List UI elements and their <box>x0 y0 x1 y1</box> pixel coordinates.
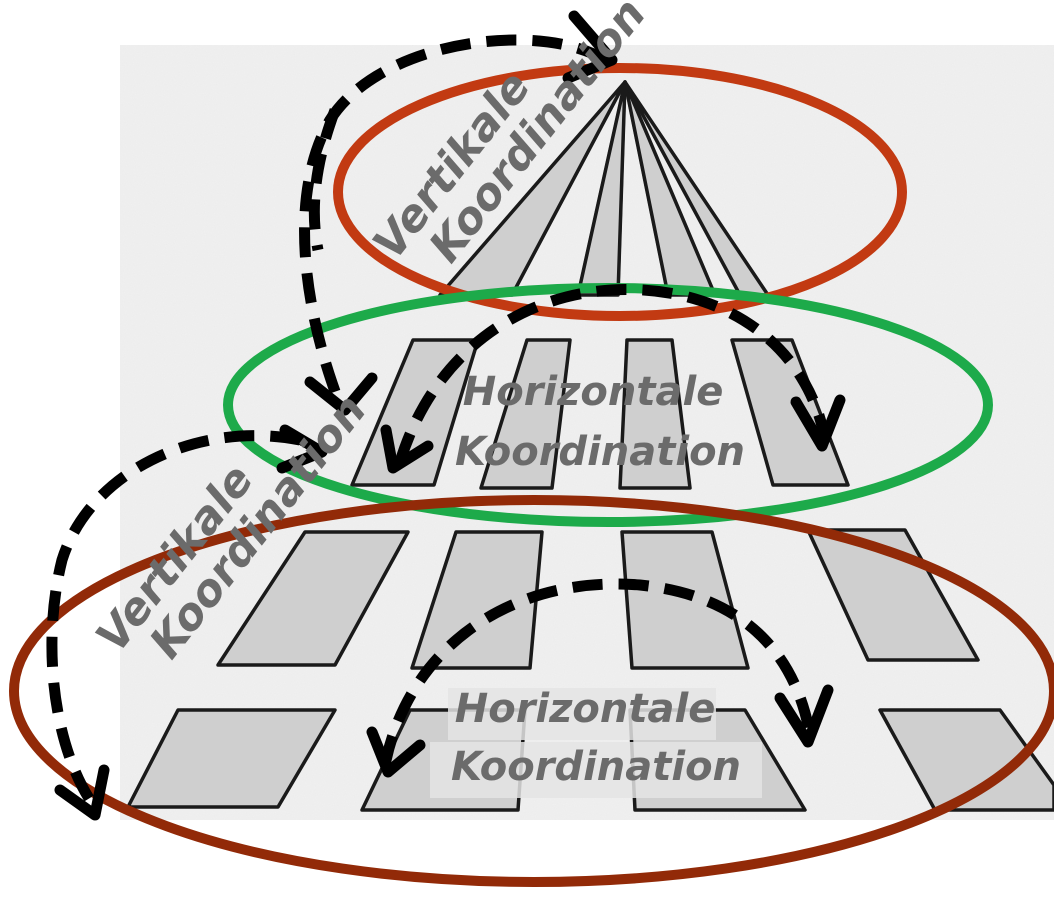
arrowhead-bottom-left <box>366 726 426 778</box>
top-level-ellipse <box>333 63 907 321</box>
arrowhead-left-down <box>54 764 110 821</box>
unit-cell <box>806 528 980 662</box>
unit-cell <box>410 530 544 670</box>
arrowhead-left-right <box>276 424 328 474</box>
pyramid-top-segments <box>438 80 770 297</box>
arrowhead-middle-left <box>380 424 434 474</box>
lower-level-units <box>216 528 980 670</box>
bottom-level-ellipse <box>9 495 1054 887</box>
arrowhead-top-right <box>562 10 618 84</box>
arrowhead-middle-right <box>790 394 846 452</box>
arrowhead-bottom-right <box>774 684 834 748</box>
vertical-arrow-left <box>46 430 302 803</box>
arrowhead-top-down <box>304 372 378 416</box>
label-horizontal-middle: Horizontale Koordination <box>455 369 745 475</box>
coordination-arrows <box>46 10 846 821</box>
unit-cell <box>618 338 692 490</box>
label-highlight <box>430 742 762 798</box>
unit-cell <box>126 708 337 809</box>
unit-cell <box>216 530 410 667</box>
label-horizontal-bottom: Horizontale Koordination <box>451 686 741 790</box>
unit-cell <box>878 708 1054 812</box>
label-highlight <box>448 688 716 740</box>
horizontal-arrow-middle <box>394 283 831 464</box>
unit-cell <box>479 338 572 490</box>
unit-cell <box>620 530 750 670</box>
horizontal-arrow-bottom <box>379 578 816 767</box>
